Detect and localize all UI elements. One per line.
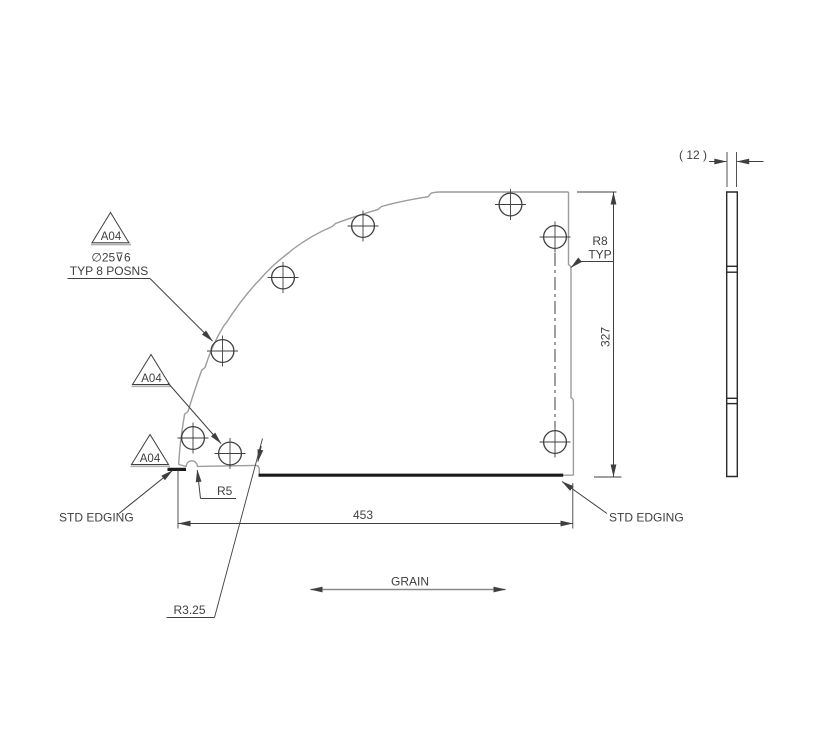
- grain-direction: GRAIN: [310, 575, 506, 593]
- hole: [207, 335, 238, 367]
- part-bottom-edge: [178, 460, 574, 476]
- notch-radius-value: R5: [217, 484, 233, 498]
- hole-callout-size: ∅25⊽6: [91, 251, 131, 265]
- part-outline: [167, 191, 575, 477]
- hole: [214, 438, 246, 469]
- side-view: ( 12 ): [679, 148, 764, 478]
- hole: [177, 422, 209, 454]
- grain-label: GRAIN: [391, 575, 429, 589]
- hole: [267, 262, 299, 293]
- part-curved-edge: [177, 191, 569, 465]
- dim-width: 453: [177, 469, 574, 529]
- corner-radius-typ: TYP: [588, 248, 611, 262]
- flag-note-label: A04: [141, 373, 162, 385]
- edging-callout-left: STD EDGING: [59, 470, 173, 525]
- edging-callout-right: STD EDGING: [561, 481, 684, 525]
- corner-radius-value: R8: [592, 234, 608, 248]
- hole: [539, 426, 571, 458]
- dim-height-value: 327: [599, 327, 613, 347]
- flag-note-2: A04: [131, 353, 171, 388]
- hole-callout: ∅25⊽6 TYP 8 POSNS: [67, 251, 213, 342]
- hole: [539, 221, 571, 253]
- hole-callout-qty: TYP 8 POSNS: [70, 264, 148, 278]
- corner-radius-callout: R8 TYP: [570, 234, 614, 268]
- edging-label-right: STD EDGING: [609, 511, 684, 525]
- notch-radius-callout: R5: [195, 469, 236, 499]
- step-radius-value: R3.25: [174, 603, 206, 617]
- dim-width-value: 453: [353, 508, 373, 522]
- dim-thickness: ( 12 ): [679, 148, 764, 187]
- holes: [177, 189, 571, 469]
- flag-note-label: A04: [140, 453, 161, 465]
- edging-label-left: STD EDGING: [59, 511, 134, 525]
- hole: [347, 210, 379, 242]
- part-right-edge: [567, 192, 575, 476]
- side-view-body: [726, 191, 738, 478]
- flag-note-label: A04: [101, 231, 122, 243]
- flag-note-3: A04: [130, 433, 170, 468]
- step-radius-callout: R3.25: [166, 438, 264, 618]
- flag-note-2-leader: [167, 382, 222, 444]
- dim-height: 327: [577, 191, 622, 478]
- dim-thickness-value: ( 12 ): [679, 148, 707, 162]
- hole: [495, 189, 526, 220]
- flag-note-1: A04: [91, 211, 131, 246]
